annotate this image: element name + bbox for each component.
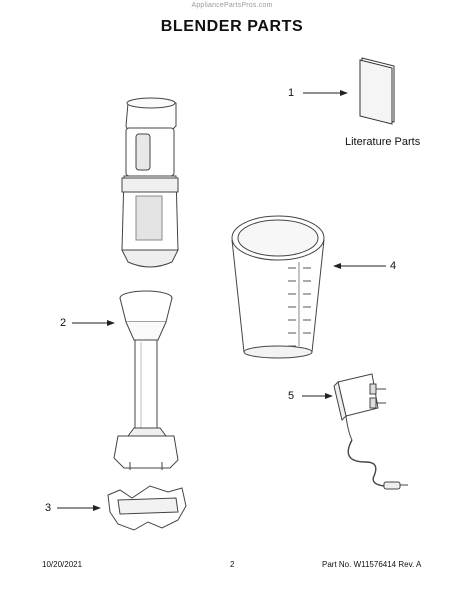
callout-number-5: 5 [288,390,295,402]
watermark: AppliancePartsPros.com [191,2,273,9]
power-adapter [333,373,408,490]
footer-page-number: 2 [230,560,235,569]
footer-part-number: Part No. W11576414 Rev. A [322,560,422,569]
blender-motor-body [121,97,179,268]
page-title: BLENDER PARTS [160,18,304,35]
footer-date: 10/20/2021 [42,560,83,569]
callout-number-1: 1 [288,87,295,99]
callout-number-2: 2 [60,317,67,329]
blending-jar [231,215,325,359]
blending-arm [113,290,179,470]
blade-cover [107,485,187,531]
callout-number-3: 3 [45,502,52,514]
literature-booklet [359,57,395,125]
callout-number-4: 4 [390,260,397,272]
literature-parts-label: Literature Parts [345,136,421,148]
